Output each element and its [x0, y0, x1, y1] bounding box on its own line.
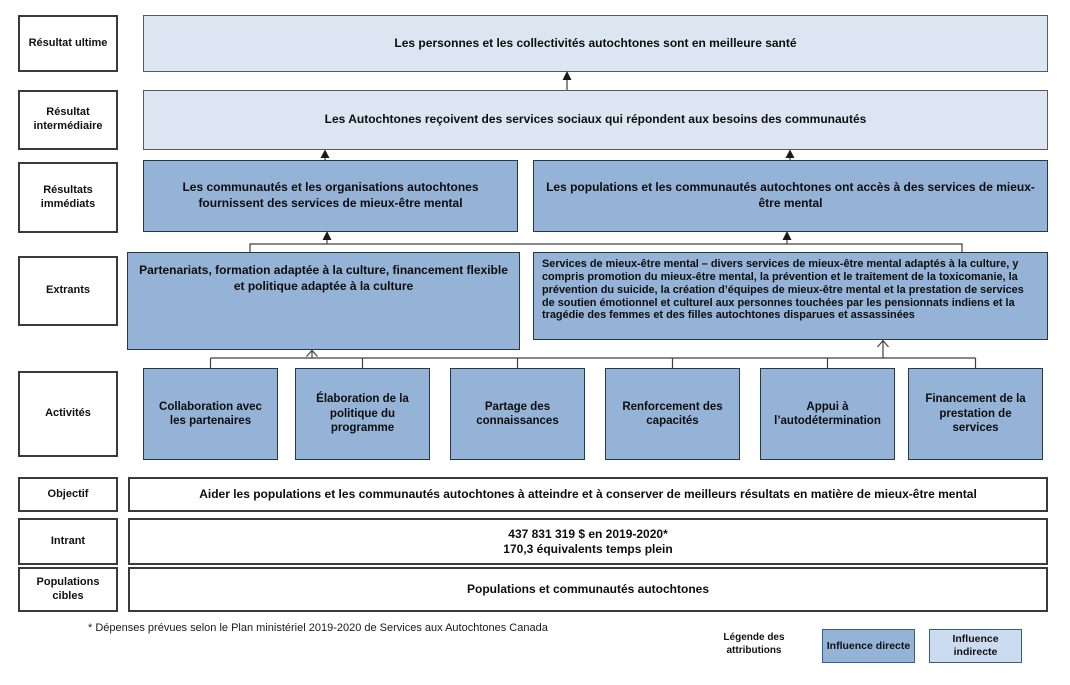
row-label-intrant: Intrant [18, 518, 118, 565]
output-box-1: Partenariats, formation adaptée à la cul… [127, 252, 520, 350]
activity-box-collaboration: Collaboration avec les partenaires [143, 368, 278, 460]
row-label-resultat-ultime: Résultat ultime [18, 15, 118, 72]
row-label-resultats-immediats: Résultats immédiats [18, 162, 118, 233]
input-box: 437 831 319 $ en 2019-2020* 170,3 équiva… [128, 518, 1048, 565]
arrowhead-immediate-left [322, 231, 332, 240]
row-label-activites: Activités [18, 371, 118, 457]
activity-box-financement: Financement de la prestation de services [908, 368, 1043, 460]
row-label-extrants: Extrants [18, 256, 118, 326]
arrowhead-intermediate-right [785, 149, 795, 158]
legend-direct-influence-box: Influence directe [822, 629, 915, 663]
activity-box-capacites: Renforcement des capacités [605, 368, 740, 460]
arrowhead-immediate-right [782, 231, 792, 240]
immediate-outcome-box-2: Les populations et les communautés autoc… [533, 160, 1048, 232]
output-box-2: Services de mieux-être mental – divers s… [533, 252, 1048, 340]
row-label-objectif: Objectif [18, 477, 118, 512]
target-population-box: Populations et communautés autochtones [128, 567, 1048, 612]
immediate-outcome-box-1: Les communautés et les organisations aut… [143, 160, 518, 232]
input-fte: 170,3 équivalents temps plein [503, 541, 673, 556]
footnote: * Dépenses prévues selon le Plan ministé… [88, 622, 548, 634]
legend-title: Légende des attributions [723, 632, 785, 656]
legend-indirect-influence-box: Influence indirecte [929, 629, 1022, 663]
arrowhead-ultimate [562, 71, 572, 80]
activity-box-autodetermination: Appui à l’autodétermination [760, 368, 895, 460]
outputs-bus-line [249, 243, 963, 252]
open-arrowhead-output2 [877, 339, 889, 348]
intermediate-outcome-box: Les Autochtones reçoivent des services s… [143, 90, 1048, 150]
activity-box-connaissances: Partage des connaissances [450, 368, 585, 460]
arrowhead-intermediate-left [320, 149, 330, 158]
row-label-populations-cibles: Populations cibles [18, 567, 118, 612]
objective-box: Aider les populations et les communautés… [128, 477, 1048, 512]
activity-box-politique: Élaboration de la politique du programme [295, 368, 430, 460]
ultimate-outcome-box: Les personnes et les collectivités autoc… [143, 15, 1048, 72]
row-label-resultat-intermediaire: Résultat intermédiaire [18, 90, 118, 150]
input-amount: 437 831 319 $ en 2019-2020* [508, 526, 668, 541]
open-arrowhead-output1 [306, 349, 318, 357]
